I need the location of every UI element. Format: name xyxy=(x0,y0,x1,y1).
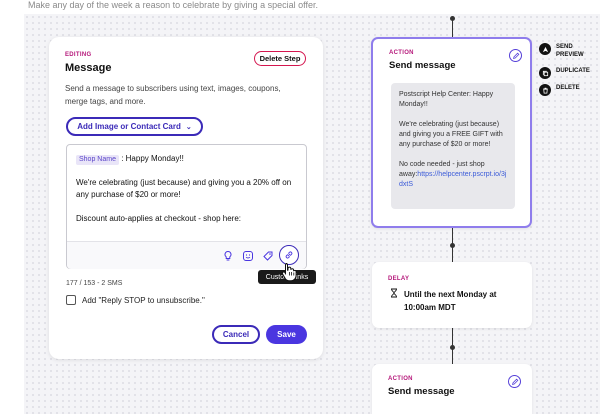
action-card-send-message-2[interactable]: ACTION Send message xyxy=(372,364,532,414)
message-toolbar xyxy=(67,241,306,269)
lightbulb-icon[interactable] xyxy=(222,250,234,262)
hand-cursor-icon xyxy=(281,263,297,282)
editing-label: EDITING xyxy=(65,52,92,58)
flow-node-dot xyxy=(450,16,455,21)
send-preview-label: SEND PREVIEW xyxy=(556,44,584,58)
editor-title: Message xyxy=(65,62,112,74)
coupon-tag-icon[interactable] xyxy=(262,250,274,262)
pencil-icon[interactable] xyxy=(508,375,521,388)
save-button[interactable]: Save xyxy=(266,325,307,344)
message-editor-panel: EDITING Message Delete Step Send a messa… xyxy=(49,37,323,359)
send-preview-action[interactable]: SEND PREVIEW xyxy=(539,43,596,59)
editor-description: Send a message to subscribers using text… xyxy=(65,84,281,106)
message-para3: Discount auto-applies at checkout - shop… xyxy=(76,214,241,223)
add-image-label: Add Image or Contact Card xyxy=(77,122,181,131)
delete-step-button[interactable]: Delete Step xyxy=(254,51,306,66)
duplicate-action[interactable]: DUPLICATE xyxy=(539,67,596,79)
action-title: Send message xyxy=(389,60,456,71)
preview-link[interactable]: https://helpcenter.pscrpt.io/3jdxtS xyxy=(399,171,507,188)
action-label: ACTION xyxy=(389,50,414,56)
preview-p2: We're celebrating (just because) and giv… xyxy=(399,121,503,148)
intro-text: Make any day of the week a reason to cel… xyxy=(28,0,319,10)
link-icon xyxy=(285,251,293,259)
message-text[interactable]: Shop Name : Happy Monday!! We're celebra… xyxy=(76,153,301,237)
custom-links-button[interactable] xyxy=(279,245,299,265)
delay-card[interactable]: DELAY Until the next Monday at 10:00am M… xyxy=(372,262,532,328)
stop-checkbox[interactable] xyxy=(66,295,76,305)
action-card-send-message[interactable]: ACTION Send message Postscript Help Cent… xyxy=(371,37,532,228)
add-image-or-contact-card-button[interactable]: Add Image or Contact Card ⌄ xyxy=(66,117,203,136)
delete-label: DELETE xyxy=(556,85,580,91)
sms-counter: 177 / 153 - 2 SMS xyxy=(66,280,123,287)
preview-p3: No code needed - just shop away: xyxy=(399,161,485,178)
send-icon xyxy=(539,43,551,55)
flow-connector xyxy=(452,18,453,38)
hourglass-icon xyxy=(391,288,397,298)
message-line1: : Happy Monday!! xyxy=(121,154,184,163)
message-para2: We're celebrating (just because) and giv… xyxy=(76,178,292,199)
message-input[interactable]: Shop Name : Happy Monday!! We're celebra… xyxy=(66,144,307,269)
delete-action[interactable]: DELETE xyxy=(539,84,596,96)
delay-text: Until the next Monday at 10:00am MDT xyxy=(404,290,497,312)
shop-name-merge-tag[interactable]: Shop Name xyxy=(76,155,119,165)
trash-icon xyxy=(539,84,551,96)
emoji-icon[interactable] xyxy=(242,250,254,262)
flow-node-dot xyxy=(450,243,455,248)
delay-label: DELAY xyxy=(388,276,410,282)
message-preview: Postscript Help Center: Happy Monday!! W… xyxy=(391,83,515,209)
action2-label: ACTION xyxy=(388,376,413,382)
stop-unsubscribe-row[interactable]: Add "Reply STOP to unsubscribe." xyxy=(66,295,205,305)
duplicate-icon xyxy=(539,67,551,79)
action2-title: Send message xyxy=(388,386,455,397)
stop-checkbox-label: Add "Reply STOP to unsubscribe." xyxy=(82,295,205,305)
preview-p1: Postscript Help Center: Happy Monday!! xyxy=(399,91,494,108)
flow-node-dot xyxy=(450,345,455,350)
chevron-down-icon: ⌄ xyxy=(185,123,192,131)
cancel-button[interactable]: Cancel xyxy=(212,325,260,344)
delay-row: Until the next Monday at 10:00am MDT xyxy=(390,288,514,314)
pencil-icon[interactable] xyxy=(509,49,522,62)
duplicate-label: DUPLICATE xyxy=(556,68,590,74)
